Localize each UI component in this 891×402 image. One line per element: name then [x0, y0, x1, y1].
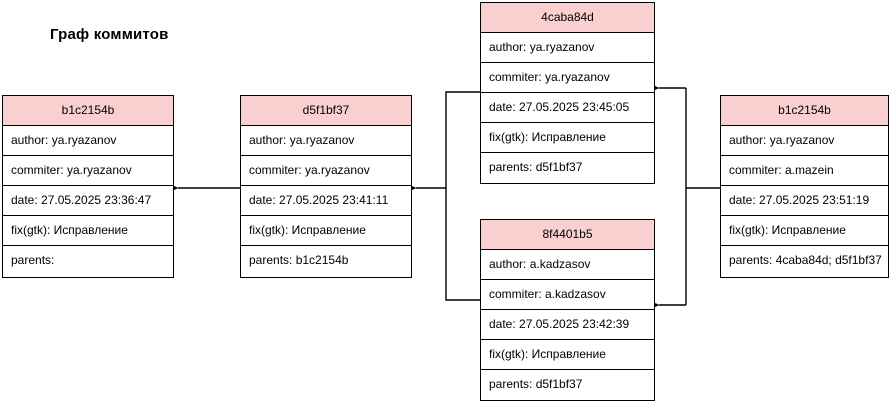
commit-commiter: commiter: a.kadzasov [481, 280, 654, 310]
commit-author: author: ya.ryazanov [721, 126, 888, 156]
commit-hash: 4caba84d [481, 3, 654, 33]
commit-date: date: 27.05.2025 23:42:39 [481, 310, 654, 340]
commit-hash: b1c2154b [721, 96, 888, 126]
commit-message: fix(gtk): Исправление [241, 216, 411, 246]
commit-date: date: 27.05.2025 23:36:47 [3, 186, 173, 216]
commit-parents: parents: d5f1bf37 [489, 377, 583, 391]
commit-date: date: 27.05.2025 23:41:11 [241, 186, 411, 216]
commit-author: author: ya.ryazanov [3, 126, 173, 156]
commit-node-b1c2154b-root[interactable]: b1c2154b author: ya.ryazanov commiter: y… [2, 95, 174, 278]
commit-date: date: 27.05.2025 23:45:05 [481, 93, 654, 123]
commit-author: author: ya.ryazanov [241, 126, 411, 156]
page-title: Граф коммитов [50, 26, 169, 43]
commit-message: fix(gtk): Исправление [481, 340, 654, 370]
commit-parents: parents: 4caba84d; d5f1bf37 [729, 253, 882, 267]
commit-commiter: commiter: ya.ryazanov [3, 156, 173, 186]
commit-commiter: commiter: ya.ryazanov [241, 156, 411, 186]
commit-parents: parents: d5f1bf37 [489, 160, 583, 174]
commit-message: fix(gtk): Исправление [721, 216, 888, 246]
commit-message: fix(gtk): Исправление [481, 123, 654, 153]
commit-hash: 8f4401b5 [481, 220, 654, 250]
commit-hash: b1c2154b [3, 96, 173, 126]
commit-hash: d5f1bf37 [241, 96, 411, 126]
commit-message: fix(gtk): Исправление [3, 216, 173, 246]
edge-4caba84d-8f4401b5-to-d5f1bf37 [408, 91, 480, 301]
edge-b1c2154b-merge-to-children [651, 84, 720, 309]
commit-author: author: ya.ryazanov [481, 33, 654, 63]
commit-node-b1c2154b-merge[interactable]: b1c2154b author: ya.ryazanov commiter: a… [720, 95, 889, 278]
commit-commiter: commiter: ya.ryazanov [481, 63, 654, 93]
commit-node-d5f1bf37[interactable]: d5f1bf37 author: ya.ryazanov commiter: y… [240, 95, 412, 278]
commit-node-8f4401b5[interactable]: 8f4401b5 author: a.kadzasov commiter: a.… [480, 219, 655, 401]
commit-parents: parents: [11, 253, 55, 267]
commit-author: author: a.kadzasov [481, 250, 654, 280]
commit-commiter: commiter: a.mazein [721, 156, 888, 186]
commit-parents: parents: b1c2154b [249, 253, 349, 267]
commit-node-4caba84d[interactable]: 4caba84d author: ya.ryazanov commiter: y… [480, 2, 655, 184]
commit-date: date: 27.05.2025 23:51:19 [721, 186, 888, 216]
